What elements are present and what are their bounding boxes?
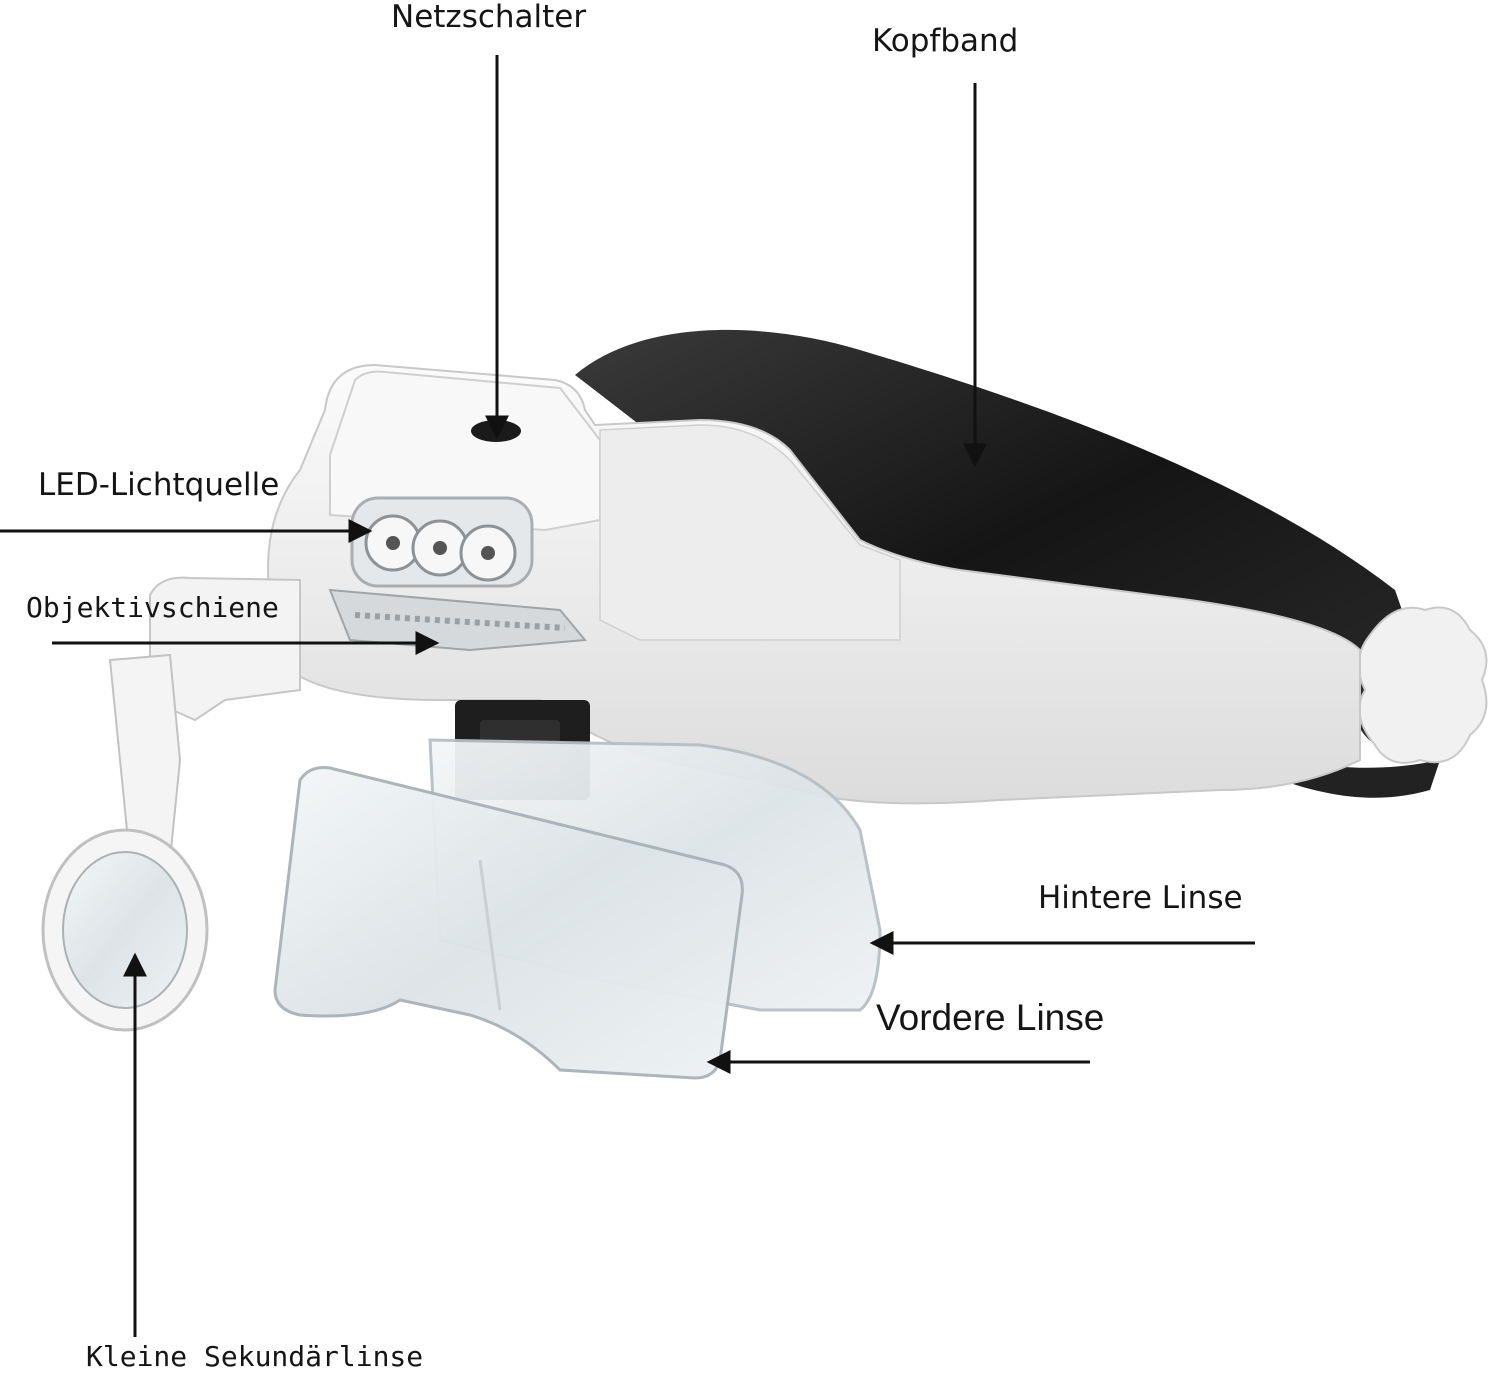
small-lens-glass bbox=[62, 851, 188, 1009]
label-led-light: LED-Lichtquelle bbox=[38, 467, 280, 503]
housing-top-face bbox=[329, 370, 601, 532]
label-headband: Kopfband bbox=[872, 23, 1019, 59]
label-front-lens: Vordere Linse bbox=[876, 997, 1105, 1038]
front-lens bbox=[273, 766, 744, 1080]
housing-side-face bbox=[599, 424, 901, 641]
label-lens-rail: Objektivschiene bbox=[26, 591, 279, 624]
label-small-lens: Kleine Sekundärlinse bbox=[86, 1340, 424, 1373]
rear-knob bbox=[1357, 606, 1488, 764]
led-dot-1 bbox=[386, 536, 400, 550]
led-dot-2 bbox=[433, 541, 447, 555]
led-dot-3 bbox=[481, 546, 495, 560]
headband-lower-strap bbox=[1200, 730, 1440, 798]
front-lens-bridge bbox=[478, 859, 502, 1011]
label-power-switch: Netzschalter bbox=[391, 0, 587, 35]
pointer-lines bbox=[0, 55, 1255, 1337]
left-side-arm bbox=[149, 576, 301, 722]
label-rear-lens: Hintere Linse bbox=[1038, 880, 1243, 916]
